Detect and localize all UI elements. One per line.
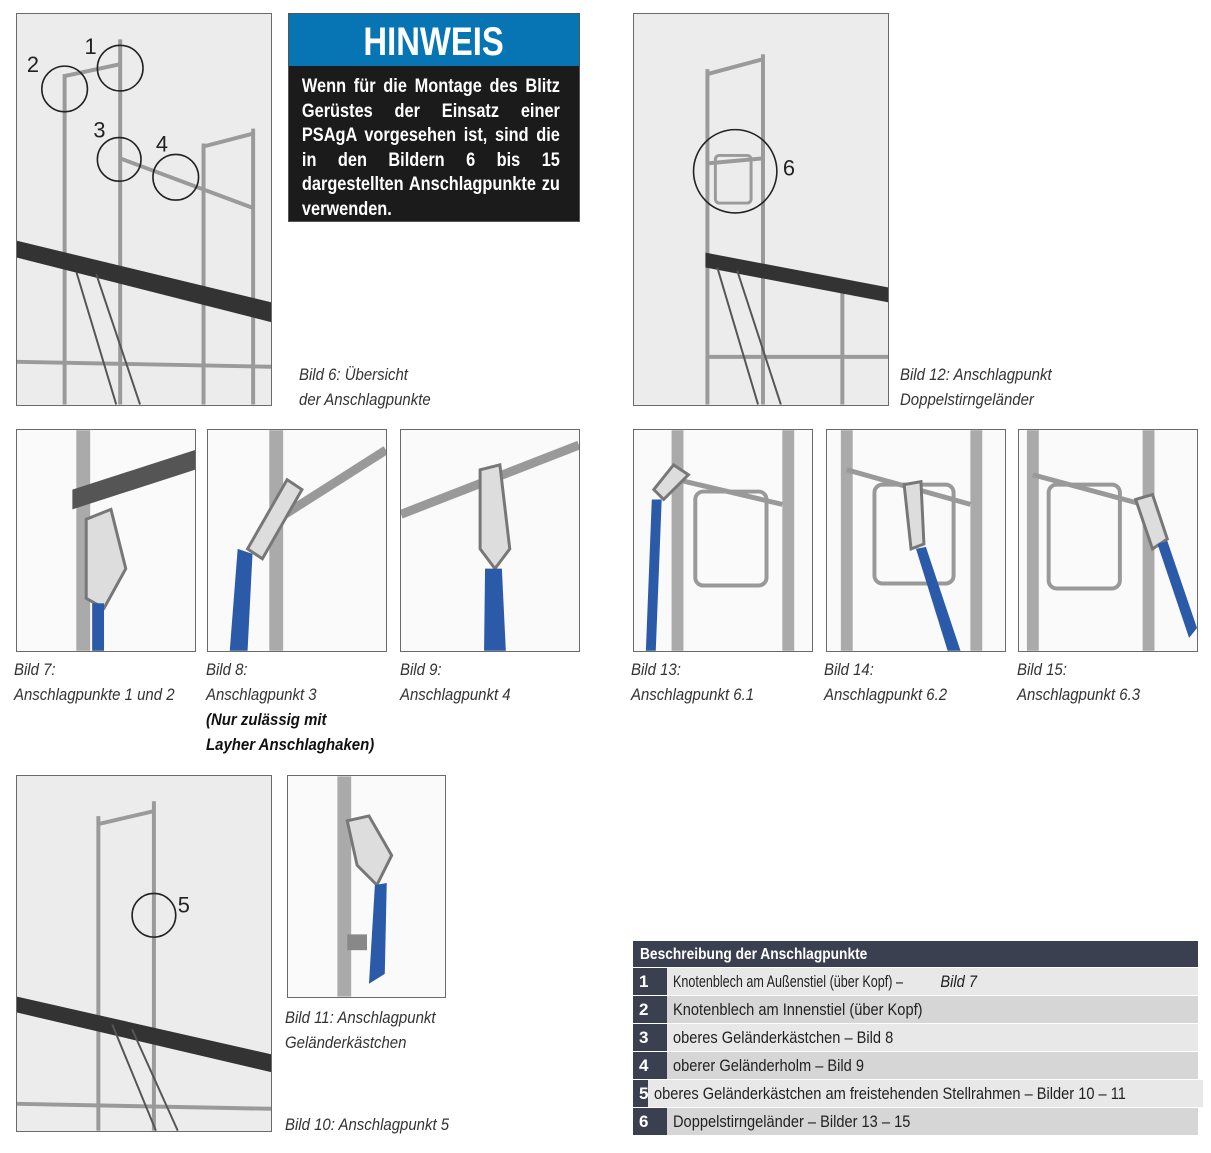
row-ref: Bild 7 [940, 972, 977, 991]
callout-2: 2 [27, 52, 39, 77]
row-number: 5 [633, 1080, 649, 1107]
row-number: 1 [633, 968, 667, 995]
caption-line: Anschlagpunkt 3 [206, 685, 317, 704]
notice-title: HINWEIS [363, 20, 505, 64]
figure-bild15 [1018, 429, 1198, 652]
caption-line: Bild 11: Anschlagpunkt [285, 1008, 436, 1027]
caption-line: Bild 6: Übersicht [299, 365, 408, 384]
caption-bild13: Bild 13: Anschlagpunkt 6.1 [631, 657, 754, 707]
caption-bild7: Bild 7: Anschlagpunkte 1 und 2 [14, 657, 175, 707]
table-row: 5 oberes Geländerkästchen am freistehende… [633, 1079, 1204, 1107]
caption-line: Bild 10: Anschlagpunkt 5 [285, 1115, 450, 1134]
caption-note: Layher Anschlaghaken) [206, 735, 375, 754]
caption-line: Bild 13: [631, 660, 681, 679]
caption-line: Bild 12: Anschlagpunkt [900, 365, 1052, 384]
callout-5: 5 [178, 892, 190, 917]
notice-box: HINWEIS Wenn für die Montage des Blitz G… [288, 13, 580, 222]
caption-bild14: Bild 14: Anschlagpunkt 6.2 [824, 657, 947, 707]
row-text: Doppelstirngeländer – Bilder 13 – 15 [673, 1112, 911, 1131]
table-row: 2 Knotenblech am Innenstiel (über Kopf) [633, 995, 1198, 1023]
caption-line: Geländerkästchen [285, 1033, 407, 1052]
figure-bild12: 6 [633, 13, 889, 406]
caption-bild11: Bild 11: Anschlagpunkt Geländerkästchen [285, 1005, 436, 1055]
caption-line: Bild 7: [14, 660, 56, 679]
figure-bild13 [633, 429, 813, 652]
caption-bild8: Bild 8: Anschlagpunkt 3 (Nur zulässig mi… [206, 657, 374, 757]
callout-3: 3 [93, 118, 105, 143]
row-number: 4 [633, 1052, 667, 1079]
row-text: Knotenblech am Innenstiel (über Kopf) [673, 1000, 923, 1019]
callout-1: 1 [84, 34, 96, 59]
table-row: 6 Doppelstirngeländer – Bilder 13 – 15 [633, 1107, 1198, 1135]
callout-6: 6 [783, 155, 795, 180]
figure-bild6-overview: 1 2 3 4 [16, 13, 272, 406]
caption-line: Anschlagpunkt 6.1 [631, 685, 755, 704]
caption-bild10: Bild 10: Anschlagpunkt 5 [285, 1112, 449, 1137]
table-header: Beschreibung der Anschlagpunkte [633, 941, 1198, 967]
row-text: oberes Geländerkästchen – Bild 8 [673, 1028, 894, 1047]
row-number: 6 [633, 1108, 667, 1135]
caption-line: Anschlagpunkt 6.2 [824, 685, 948, 704]
figure-bild10: 5 [16, 775, 272, 1132]
caption-line: Bild 14: [824, 660, 874, 679]
caption-bild15: Bild 15: Anschlagpunkt 6.3 [1017, 657, 1140, 707]
table-row: 1 Knotenblech am Außenstiel (über Kopf) –… [633, 967, 1198, 995]
caption-line: Anschlagpunkt 4 [400, 685, 511, 704]
notice-text: Wenn für die Montage des Blitz Gerüstes … [301, 76, 560, 220]
caption-bild6: Bild 6: Übersicht der Anschlagpunkte [299, 362, 431, 412]
row-number: 3 [633, 1024, 667, 1051]
caption-note: (Nur zulässig mit [206, 710, 327, 729]
caption-line: Anschlagpunkte 1 und 2 [14, 685, 175, 704]
figure-bild9 [400, 429, 580, 652]
row-text: Knotenblech am Außenstiel (über Kopf) – [673, 972, 903, 991]
caption-line: Bild 15: [1017, 660, 1067, 679]
callout-4: 4 [156, 131, 168, 156]
table-header-text: Beschreibung der Anschlagpunkte [640, 946, 868, 963]
figure-bild11 [287, 775, 446, 998]
caption-line: Doppelstirngeländer [900, 390, 1034, 409]
caption-line: der Anschlagpunkte [299, 390, 431, 409]
caption-line: Anschlagpunkt 6.3 [1017, 685, 1141, 704]
caption-line: Bild 8: [206, 660, 248, 679]
figure-bild14 [826, 429, 1006, 652]
figure-bild8 [207, 429, 387, 652]
caption-line: Bild 9: [400, 660, 442, 679]
table-row: 3 oberes Geländerkästchen – Bild 8 [633, 1023, 1198, 1051]
table-row: 4 oberer Geländerholm – Bild 9 [633, 1051, 1198, 1079]
row-number: 2 [633, 996, 667, 1023]
figure-bild7 [16, 429, 196, 652]
row-text: oberes Geländerkästchen am freistehenden… [654, 1084, 1127, 1103]
row-text: oberer Geländerholm – Bild 9 [673, 1056, 864, 1075]
caption-bild12: Bild 12: Anschlagpunkt Doppelstirngeländ… [900, 362, 1052, 412]
caption-bild9: Bild 9: Anschlagpunkt 4 [400, 657, 511, 707]
